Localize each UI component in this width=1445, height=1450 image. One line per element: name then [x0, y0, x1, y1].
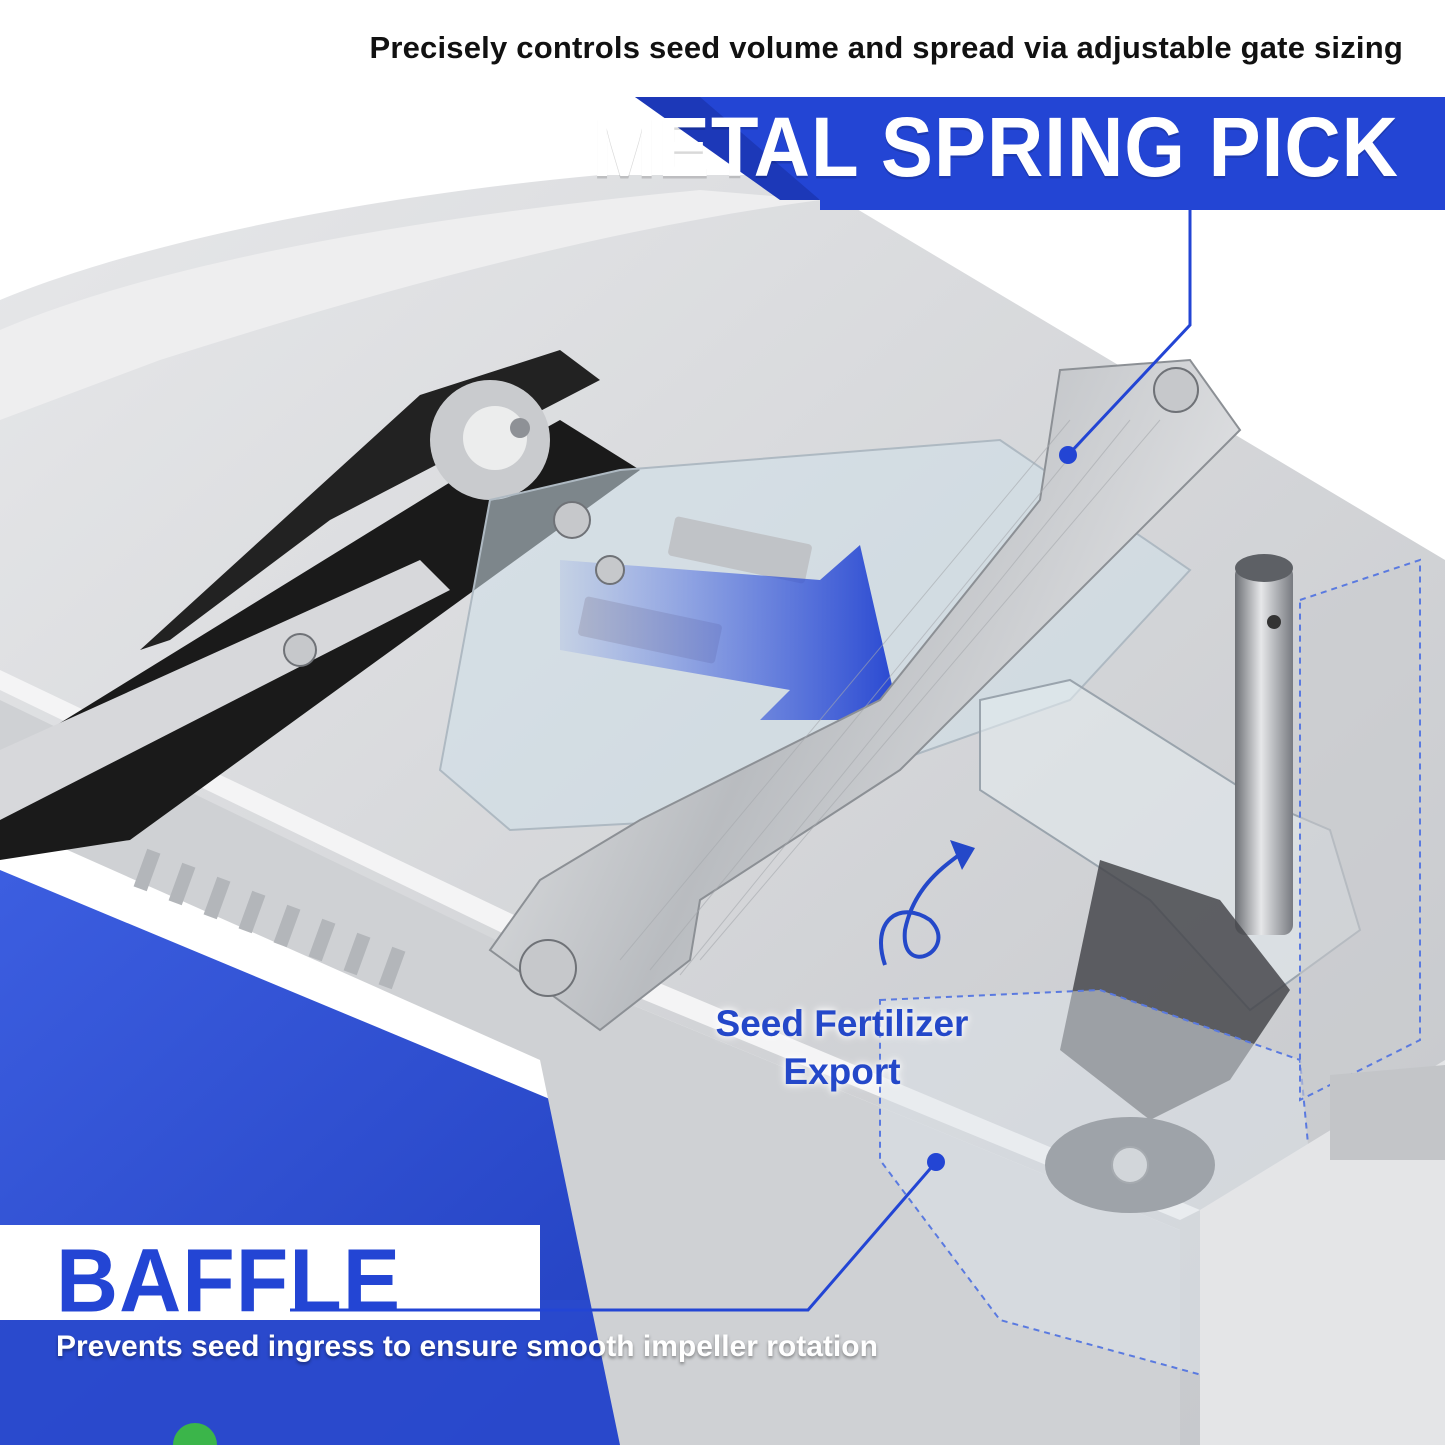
export-label: Seed Fertilizer Export: [712, 1000, 972, 1096]
drive-pin-hole: [1267, 615, 1281, 629]
title-banner: METAL SPRING PICK: [591, 99, 1399, 195]
title-banner-shape: [635, 97, 1445, 210]
gear-rack: [133, 848, 406, 990]
export-arrow-head: [950, 840, 975, 870]
tray-inner-curve: [0, 190, 820, 420]
export-label-line2: Export: [783, 1051, 901, 1093]
screw-plate: [283, 501, 625, 667]
baffle-title: BAFFLE: [56, 1230, 402, 1332]
baffle-label-band: [0, 1225, 540, 1320]
leaf-logo: [173, 1423, 217, 1450]
direction-arrow: [560, 545, 900, 720]
c-clip-knob: [430, 380, 550, 500]
spring-pick-leader-dot: [1059, 446, 1077, 464]
export-label-line1: Seed Fertilizer: [715, 1003, 969, 1044]
baffle-leader-dot: [927, 1153, 945, 1171]
right-block-top: [1330, 1065, 1445, 1160]
left-rail: [0, 560, 450, 820]
title-banner-accent: [635, 97, 820, 200]
right-wall-dashed: [1299, 558, 1421, 1102]
baffle-leader: [290, 1161, 938, 1312]
spring-pick-plate: [488, 358, 1242, 1032]
screw-bottom-left: [519, 939, 577, 997]
steel-brush-lines: [619, 419, 1161, 976]
screw-top-right: [1153, 367, 1199, 413]
export-arrow: [879, 848, 967, 966]
drive-pin: [1235, 565, 1293, 935]
tray-side-wall: [0, 700, 1180, 1445]
gate-slot-2: [668, 516, 812, 584]
top-caption: Precisely controls seed volume and sprea…: [369, 30, 1403, 65]
baffle-caption: Prevents seed ingress to ensure smooth i…: [56, 1330, 878, 1363]
drive-pin-top: [1235, 554, 1293, 582]
spring-pick-leader: [1066, 210, 1192, 457]
